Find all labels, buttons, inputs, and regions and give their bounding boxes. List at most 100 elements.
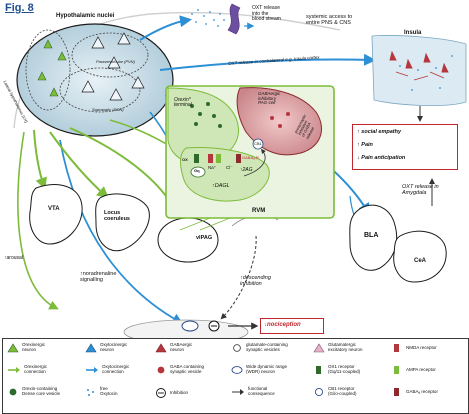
glut-vesicle-icon — [233, 344, 241, 352]
legend-orexinergic-connection: Orexinergic connection — [7, 364, 48, 374]
oxytocin-neurons — [81, 32, 145, 101]
oxt-arrow-spinal — [59, 139, 184, 324]
legend-text: Inhibition — [170, 389, 189, 395]
2ag-arrow — [243, 148, 266, 177]
2ag-text: 2AG — [242, 167, 253, 173]
ox1-receptor — [194, 154, 199, 163]
legend-text: AMPA receptor — [406, 366, 436, 372]
wdr-icon — [231, 366, 243, 374]
blue-triangle-icon — [85, 343, 97, 353]
hypothalamic-nuclei-ellipse — [16, 23, 174, 137]
legend-text: glutamate-containing synaptic vesicles — [246, 342, 288, 352]
legend-glutamate-vesicle: glutamate-containing synaptic vesicles — [231, 342, 288, 353]
lh-region — [25, 29, 71, 111]
orexin-neuron — [49, 87, 59, 97]
figure-label: Fig. 8 — [5, 2, 34, 14]
legend-wdr: Wide dynamic range (WDR) neuron — [231, 364, 287, 375]
vlpag-label: vlPAG — [196, 235, 213, 241]
lc-shape — [95, 193, 150, 252]
legend-inhibition: Inhibition — [155, 387, 188, 399]
cl-label: Cl⁻ — [226, 165, 233, 170]
insula-oxt-dots — [399, 55, 453, 91]
effect-pain: ↑ Pain — [357, 142, 373, 149]
blue-arrow-icon — [86, 366, 98, 373]
ampa-receptor-icon — [394, 366, 399, 374]
blood-stream — [227, 3, 241, 35]
legend-text: OX1 receptor (Gq/11-coupled) — [328, 364, 361, 374]
effect-arrow: ↑ — [357, 142, 360, 148]
pvn-label: Paraventricular (PVN) — [96, 59, 135, 64]
legend-orexinergic-neuron: Orexinergic neuron — [7, 342, 46, 353]
son-label: Supraoptic (SON) — [92, 107, 124, 112]
gaba-cell — [236, 87, 322, 156]
gq-label: Gq — [194, 168, 200, 173]
oxt-neuron — [107, 56, 121, 69]
orexin-neuron — [37, 71, 47, 81]
legend-text: CB1 receptor (Gi/o-coupled) — [328, 386, 357, 396]
legend-text: Orexin-containing Dense core vesicle — [22, 386, 61, 396]
legend-text: NMDA receptor — [406, 344, 437, 350]
effect-arrow: ↑ — [357, 129, 360, 135]
orexin-neuron — [43, 39, 53, 49]
legend-text: Orexinergic connection — [24, 364, 48, 374]
orexin-neuron — [57, 51, 67, 61]
orexin-arrow-lc — [49, 131, 110, 199]
lc-label: Locus coeruleus — [104, 210, 130, 223]
nuclei-title: Hypothalamic nuclei — [56, 13, 115, 19]
cb1-receptor-icon — [314, 387, 324, 397]
nociception-box: ↓nociception — [260, 318, 324, 334]
legend-functional: functional consequence — [231, 386, 275, 396]
arousal-label: ↑arousal — [4, 255, 23, 261]
cb1-receptor — [252, 138, 264, 150]
red-triangle-icon — [155, 343, 167, 353]
orexin-neurons — [37, 39, 67, 97]
gaba-vesicles — [270, 112, 290, 128]
legend-text: Glutamatergic excitatory neuron — [328, 342, 363, 352]
legend-panel: Orexinergic neuron Orexinergic connectio… — [2, 338, 469, 414]
vta-label: VTA — [48, 206, 60, 212]
ampa-receptor — [216, 154, 221, 163]
legend-cb1: CB1 receptor (Gi/o-coupled) — [313, 386, 357, 397]
effect-arrow: ↓ — [357, 155, 360, 161]
bla-label: BLA — [364, 232, 379, 239]
legend-oxytocinergic-neuron: Oxytocinergic neuron — [85, 342, 127, 353]
legend-text: GABAergic neuron — [170, 342, 193, 352]
noradrenaline-label: ↑noradrenaline signalling — [80, 271, 117, 283]
cb1-label: CB1 — [254, 141, 262, 146]
bla-shape — [349, 204, 398, 271]
legend-ampa: AMPA receptor — [391, 365, 436, 375]
inhibition-icon — [156, 388, 166, 398]
2ag-label: ↑2AG — [240, 167, 253, 173]
gabar-label: GABAₐ-R — [242, 155, 259, 160]
descending-text: descending inhibition — [240, 275, 271, 287]
descending-label: ↑descending inhibition — [240, 275, 271, 287]
oxt-arrow-blood — [139, 15, 192, 41]
orexin-terminal — [167, 87, 239, 164]
legend-text: functional consequence — [248, 386, 275, 396]
noradrenaline-text: noradrenaline signalling — [80, 271, 117, 283]
cea-label: CeA — [414, 258, 427, 264]
oxt-neuron — [91, 36, 105, 49]
receptor-row — [194, 154, 241, 163]
legend-glutamatergic-neuron: Glutamatergic excitatory neuron — [313, 342, 363, 353]
gabaa-receptor-icon — [394, 388, 399, 396]
ox1-receptor-icon — [316, 366, 321, 374]
legend-ox1: OX1 receptor (Gq/11-coupled) — [313, 364, 361, 375]
wdr-neuron — [181, 320, 199, 332]
free-oxt-icon — [87, 389, 94, 396]
legend-text: GABAₐ receptor — [406, 388, 438, 394]
effect-pain-anticipation: ↓ Pain anticipation — [357, 155, 406, 162]
son-region — [59, 67, 141, 113]
green-triangle-icon — [7, 343, 19, 353]
gaba-vesicle-icon — [157, 366, 165, 374]
effect-text: Pain anticipation — [361, 155, 406, 161]
amygdala-release-label: OXT release in Amygdala — [402, 184, 439, 197]
orexin-terminal-label: Orexin* terminal — [174, 97, 192, 109]
arousal-text: arousal — [6, 255, 23, 261]
orexin-arrow-spinal — [17, 131, 59, 310]
legend-free-oxytocin: free Oxytocin — [85, 386, 118, 397]
vta-shape — [29, 184, 83, 245]
effect-text: social empathy — [361, 129, 402, 135]
legend-text: Orexinergic neuron — [22, 342, 46, 352]
